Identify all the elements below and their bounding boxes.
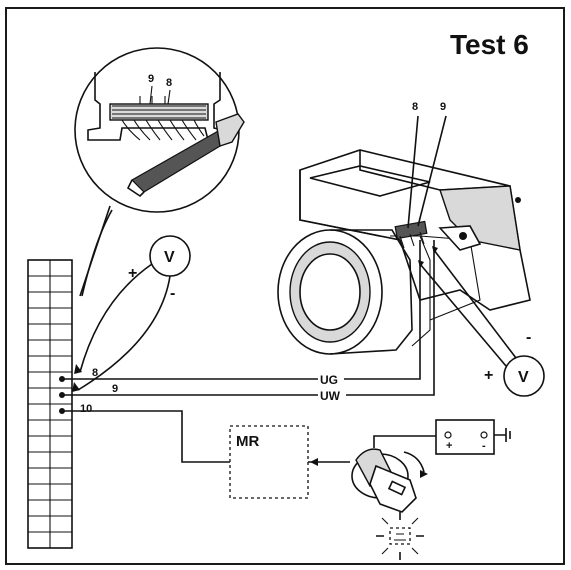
connector-pin-9 [59, 392, 65, 398]
sensor-pin-8-pointer [407, 115, 419, 229]
sensor-pin-9-label: 9 [440, 101, 446, 113]
right-voltmeter-plus: + [484, 367, 493, 384]
right-voltmeter-negative-lead [433, 249, 517, 359]
wire-ug [64, 240, 421, 380]
connector-pin-8-label: 8 [92, 367, 98, 379]
connector-pin-10 [59, 408, 65, 414]
air-flow-meter: 8 9 [277, 101, 531, 355]
connector-pin-10-label: 10 [80, 403, 92, 415]
battery-minus-label: - [482, 440, 486, 452]
sensor-pin-9-pointer [417, 115, 447, 227]
diagram-title: Test 6 [450, 29, 529, 60]
battery-plus-label: + [446, 440, 452, 452]
wire-harness: UG UW [64, 240, 435, 463]
left-voltmeter: V + - [72, 235, 191, 392]
ignition-switch [351, 435, 436, 513]
ecu-connector: 8 9 10 [27, 259, 118, 549]
warning-lamp-icon [376, 512, 424, 560]
wire-uw [64, 240, 435, 396]
inset-pin-9-label: 9 [148, 73, 154, 85]
left-voltmeter-plus: + [128, 265, 137, 282]
connector-pin-8 [59, 376, 65, 382]
right-voltmeter-minus: - [526, 329, 531, 346]
battery: + - [435, 419, 511, 455]
wire-ug-label: UG [320, 373, 338, 387]
connector-detail-inset: 9 8 [74, 47, 245, 297]
main-relay-label: MR [236, 433, 259, 450]
wire-pin-10 [64, 410, 230, 463]
left-voltmeter-minus: - [170, 285, 175, 302]
sensor-pin-8-label: 8 [412, 101, 418, 113]
wire-uw-label: UW [320, 389, 341, 403]
main-relay: MR [229, 425, 350, 499]
left-voltmeter-label: V [164, 249, 175, 266]
right-voltmeter-label: V [518, 369, 529, 386]
ground-icon [494, 428, 511, 442]
inset-pin-8-label: 8 [166, 77, 172, 89]
left-voltmeter-positive-lead [79, 263, 153, 373]
right-voltmeter: V + - [418, 246, 545, 397]
diagram-frame [5, 7, 565, 565]
connector-pin-9-label: 9 [112, 383, 118, 395]
